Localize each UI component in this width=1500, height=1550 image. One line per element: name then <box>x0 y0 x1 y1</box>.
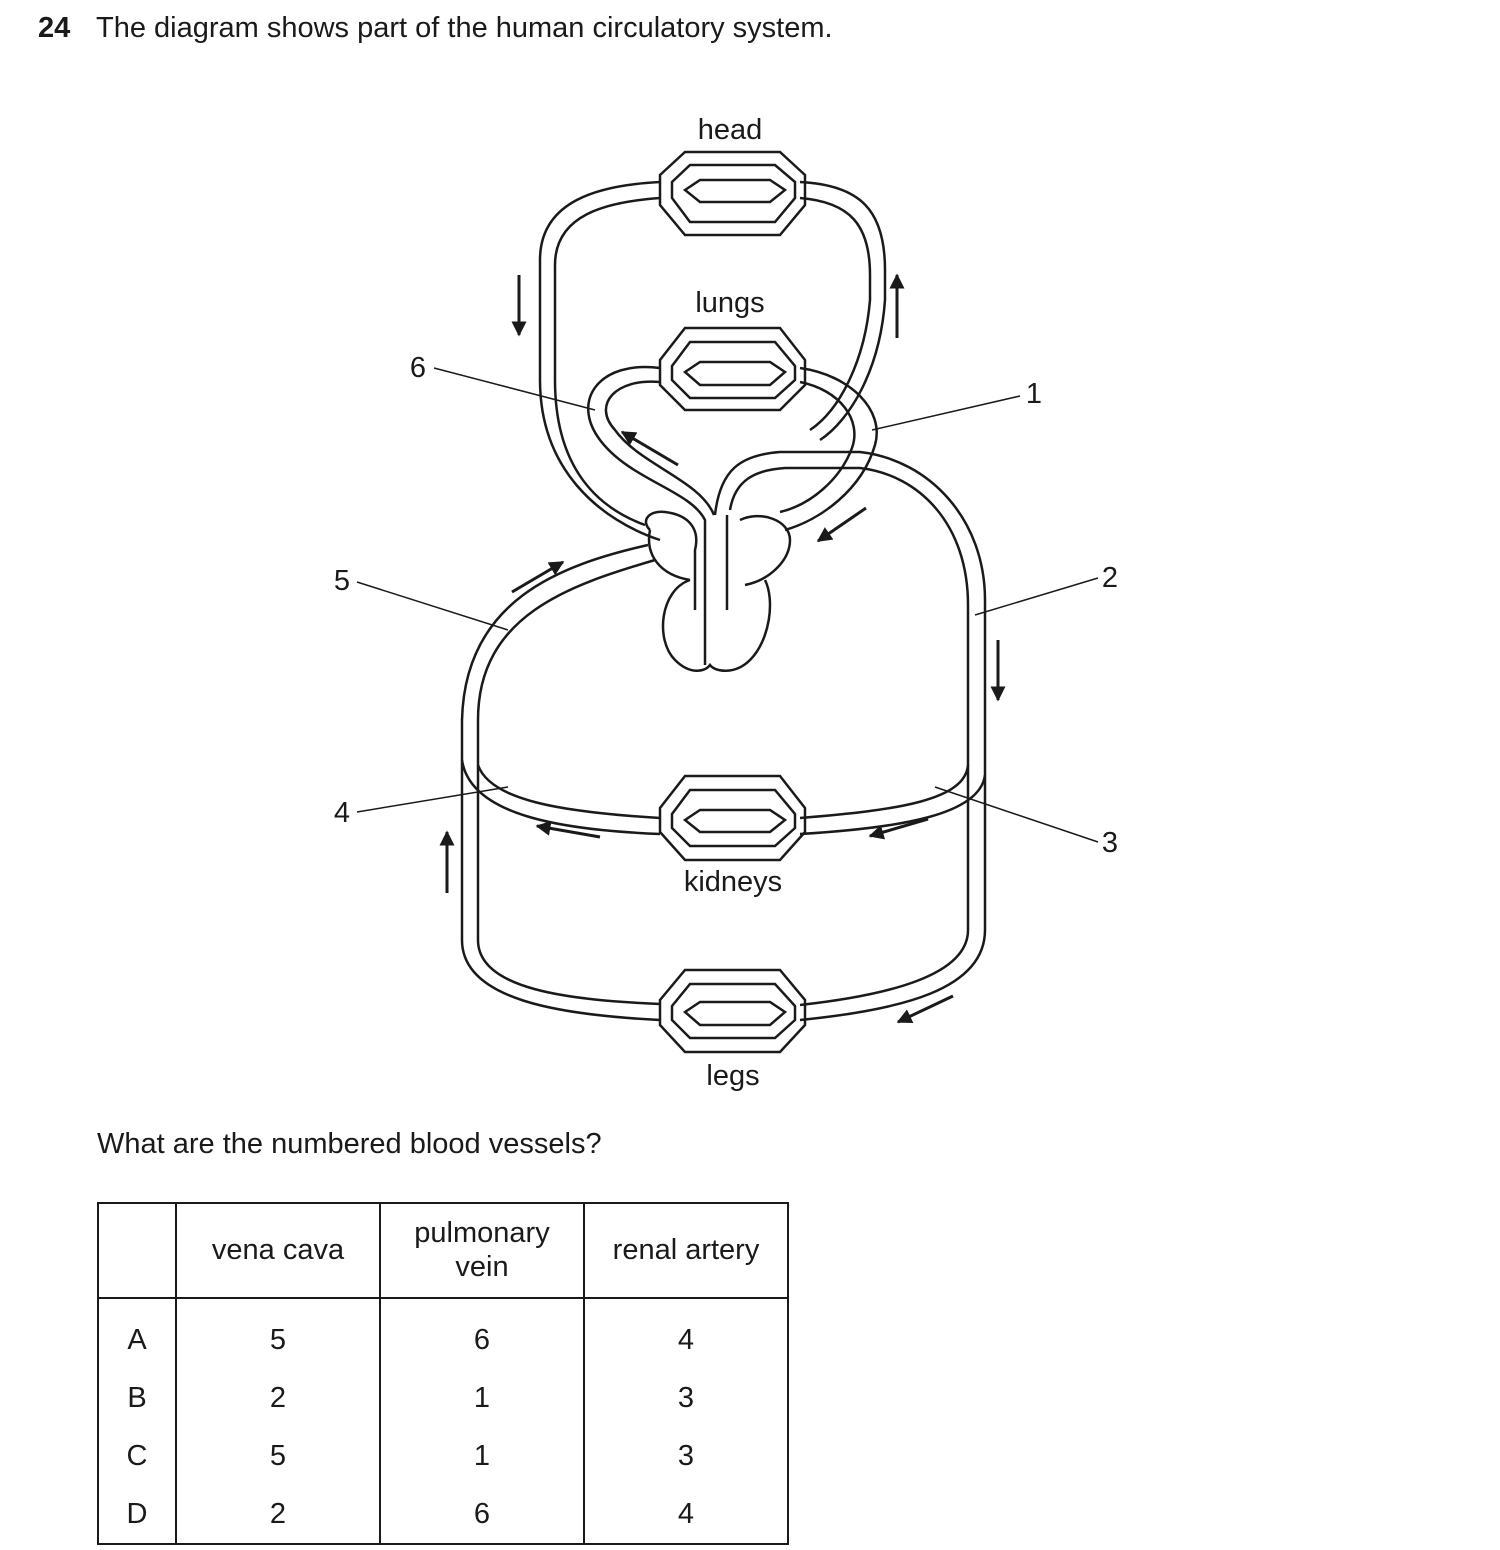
arrow-kidney-out <box>535 820 601 839</box>
cell-pulmonary-vein: 6 <box>379 1298 585 1369</box>
header-vena-cava: vena cava <box>175 1202 381 1299</box>
leader-1 <box>871 395 1021 431</box>
lung-circulation-loop <box>587 365 878 665</box>
leader-3 <box>934 786 1099 843</box>
vessel-number-3: 3 <box>1102 827 1118 859</box>
arrow-to-heart-right <box>816 506 867 543</box>
cell-renal-artery: 4 <box>583 1298 789 1369</box>
label-legs: legs <box>706 1060 759 1092</box>
cell-pulmonary-vein: 1 <box>379 1369 585 1427</box>
vessel-number-4: 4 <box>334 797 350 829</box>
arrow-kidney-in <box>868 817 929 840</box>
cell-vena-cava: 2 <box>175 1485 381 1545</box>
table-row: A 5 6 4 <box>97 1298 789 1369</box>
option-label: B <box>97 1369 177 1427</box>
option-label: D <box>97 1485 177 1545</box>
label-lungs: lungs <box>695 287 764 319</box>
option-label: C <box>97 1427 177 1485</box>
cell-vena-cava: 5 <box>175 1298 381 1369</box>
header-renal-artery: renal artery <box>583 1202 789 1299</box>
legs-capillaries <box>658 968 807 1054</box>
table-header-row: vena cava pulmonary vein renal artery <box>97 1202 789 1299</box>
cell-renal-artery: 3 <box>583 1369 789 1427</box>
label-leader-lines <box>356 367 1099 843</box>
cell-pulmonary-vein: 1 <box>379 1427 585 1485</box>
vessel-number-2: 2 <box>1102 562 1118 594</box>
vessel-number-1: 1 <box>1026 378 1042 410</box>
table-row: D 2 6 4 <box>97 1485 789 1545</box>
cell-renal-artery: 3 <box>583 1427 789 1485</box>
leader-5 <box>356 581 509 631</box>
question-prompt: What are the numbered blood vessels? <box>97 1128 602 1160</box>
question-text: The diagram shows part of the human circ… <box>96 12 833 44</box>
table-row: B 2 1 3 <box>97 1369 789 1427</box>
leader-4 <box>356 786 509 813</box>
cell-vena-cava: 2 <box>175 1369 381 1427</box>
answer-table: vena cava pulmonary vein renal artery A … <box>97 1202 789 1545</box>
arrow-to-heart-left <box>511 560 565 594</box>
question-number: 24 <box>38 12 71 44</box>
header-option <box>97 1202 177 1299</box>
kidneys-capillaries <box>658 774 807 862</box>
arrow-lung-return <box>620 430 679 467</box>
arrow-legs-in <box>896 994 954 1024</box>
cell-renal-artery: 4 <box>583 1485 789 1545</box>
label-head: head <box>698 114 763 146</box>
option-label: A <box>97 1298 177 1369</box>
circulatory-diagram: head lungs kidneys legs 6 5 4 1 2 3 <box>334 114 1118 1092</box>
cell-pulmonary-vein: 6 <box>379 1485 585 1545</box>
header-pulmonary-vein: pulmonary vein <box>379 1202 585 1299</box>
vessel-number-6: 6 <box>410 352 426 384</box>
heart <box>644 510 792 672</box>
flow-arrows <box>439 273 1006 1024</box>
vena-cava-loop <box>460 543 661 1022</box>
question-heading: 24 The diagram shows part of the human ci… <box>38 12 833 45</box>
label-kidneys: kidneys <box>684 866 782 898</box>
header-pulmonary-line2: vein <box>455 1250 509 1283</box>
aorta-and-body-loop <box>713 450 987 1022</box>
header-pulmonary-line1: pulmonary <box>414 1217 550 1250</box>
head-capillaries <box>658 150 807 237</box>
vessel-number-5: 5 <box>334 565 350 597</box>
leader-6 <box>433 367 596 411</box>
lungs-capillaries <box>658 326 807 412</box>
leader-2 <box>974 577 1099 616</box>
table-row: C 5 1 3 <box>97 1427 789 1485</box>
cell-vena-cava: 5 <box>175 1427 381 1485</box>
